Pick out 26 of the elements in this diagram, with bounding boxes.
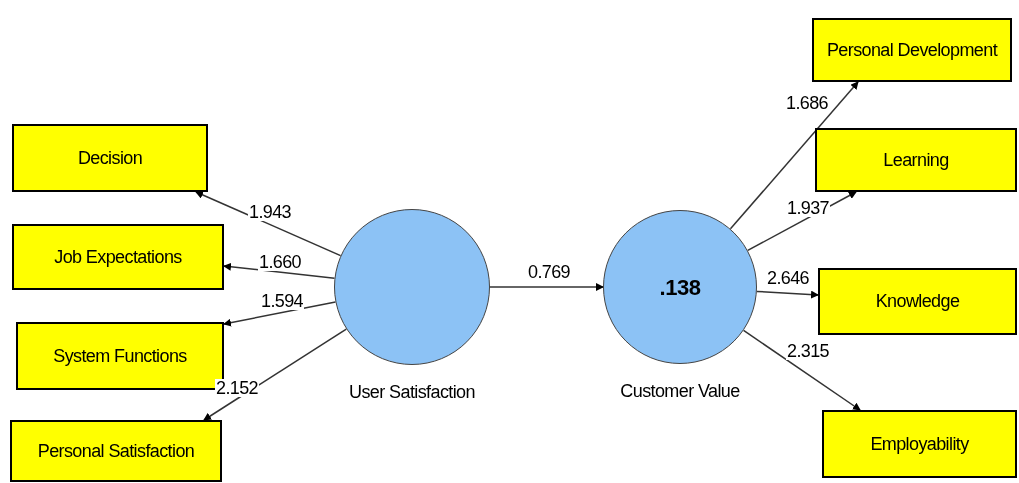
edge-label: 1.660 xyxy=(258,253,302,271)
r-squared-value: .138 xyxy=(659,273,701,302)
edge-label: 1.594 xyxy=(260,292,304,310)
indicator-box: Learning xyxy=(815,128,1017,192)
indicator-box: Decision xyxy=(12,124,208,192)
edge-label: 1.937 xyxy=(786,199,830,217)
arrow xyxy=(729,81,859,230)
edge-label: 1.943 xyxy=(248,203,292,221)
indicator-box: Employability xyxy=(822,410,1017,478)
arrow xyxy=(223,262,336,280)
edge-label: 2.152 xyxy=(215,379,259,397)
arrow xyxy=(756,290,819,299)
edge-label: 0.769 xyxy=(527,263,571,281)
indicator-box: Personal Satisfaction xyxy=(10,420,222,482)
arrow xyxy=(742,329,861,411)
arrow xyxy=(195,191,342,257)
edge-label: 2.315 xyxy=(786,342,830,360)
indicator-box: Job Expectations xyxy=(12,224,224,290)
indicator-box: Personal Development xyxy=(812,18,1012,82)
arrow xyxy=(489,283,604,291)
indicator-box: Knowledge xyxy=(818,268,1017,335)
construct-label: User Satisfaction xyxy=(349,381,475,404)
construct-label: Customer Value xyxy=(620,380,740,403)
edge-label: 2.646 xyxy=(766,269,810,287)
edge-label: 1.686 xyxy=(785,94,829,112)
arrow xyxy=(203,328,348,421)
